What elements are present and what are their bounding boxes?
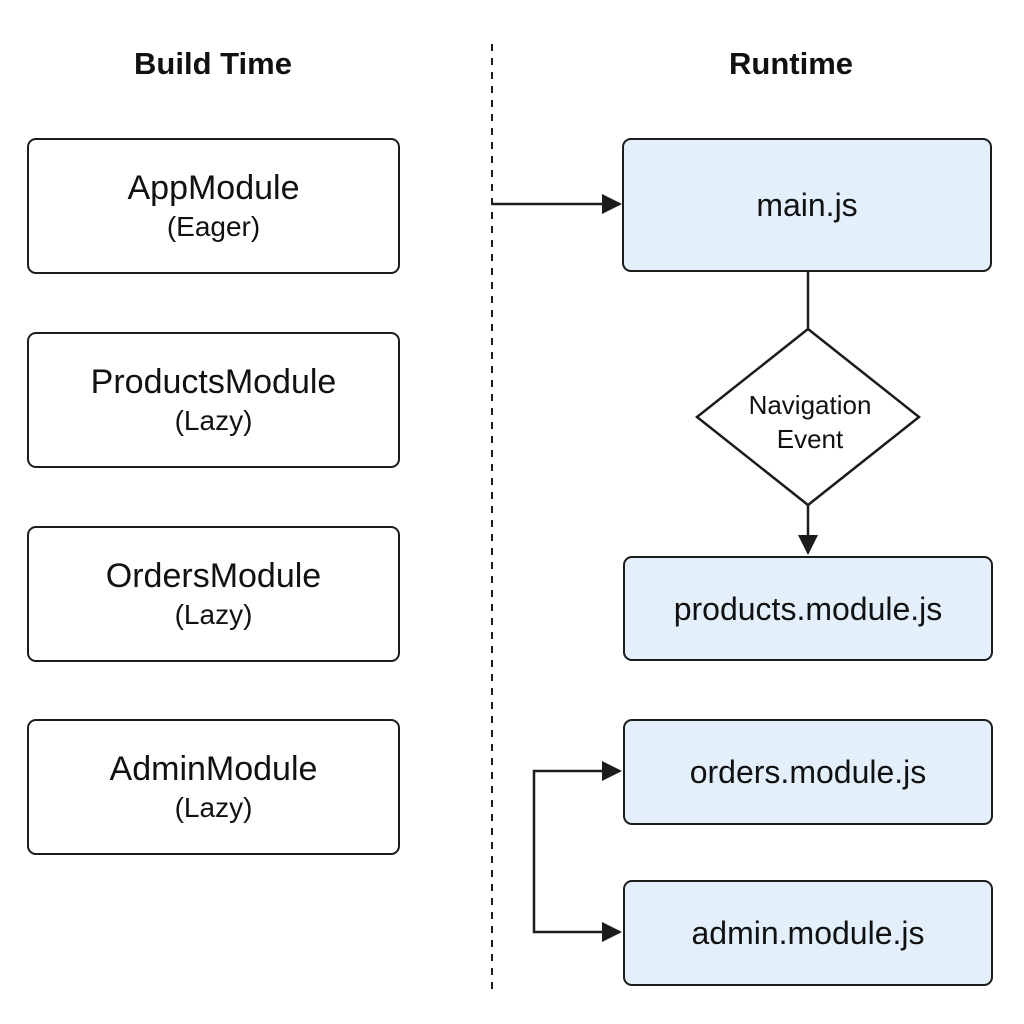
module-name: OrdersModule xyxy=(105,556,322,595)
bundle-name: orders.module.js xyxy=(689,754,927,790)
bundle-name: admin.module.js xyxy=(691,915,925,951)
navigation-event-label: Navigation Event xyxy=(730,389,890,457)
module-loading: (Lazy) xyxy=(174,792,253,824)
module-loading: (Lazy) xyxy=(174,599,253,631)
products-module-box: ProductsModule (Lazy) xyxy=(27,332,400,468)
build-time-heading: Build Time xyxy=(134,46,292,81)
module-loading: (Lazy) xyxy=(174,405,253,437)
admin-bundle-box: admin.module.js xyxy=(623,880,993,986)
admin-module-box: AdminModule (Lazy) xyxy=(27,719,400,855)
products-bundle-box: products.module.js xyxy=(623,556,993,661)
decision-line-1: Navigation xyxy=(748,390,872,420)
module-name: ProductsModule xyxy=(90,362,337,401)
module-name: AdminModule xyxy=(109,749,318,788)
app-module-box: AppModule (Eager) xyxy=(27,138,400,274)
bundle-name: products.module.js xyxy=(673,590,943,627)
branch-bracket xyxy=(532,761,622,942)
main-js-box: main.js xyxy=(622,138,992,272)
module-name: AppModule xyxy=(127,168,300,207)
orders-bundle-box: orders.module.js xyxy=(623,719,993,825)
module-loading: (Eager) xyxy=(166,211,261,243)
bundle-name: main.js xyxy=(756,187,858,223)
orders-module-box: OrdersModule (Lazy) xyxy=(27,526,400,662)
runtime-heading: Runtime xyxy=(729,46,853,81)
decision-line-2: Event xyxy=(776,423,844,454)
